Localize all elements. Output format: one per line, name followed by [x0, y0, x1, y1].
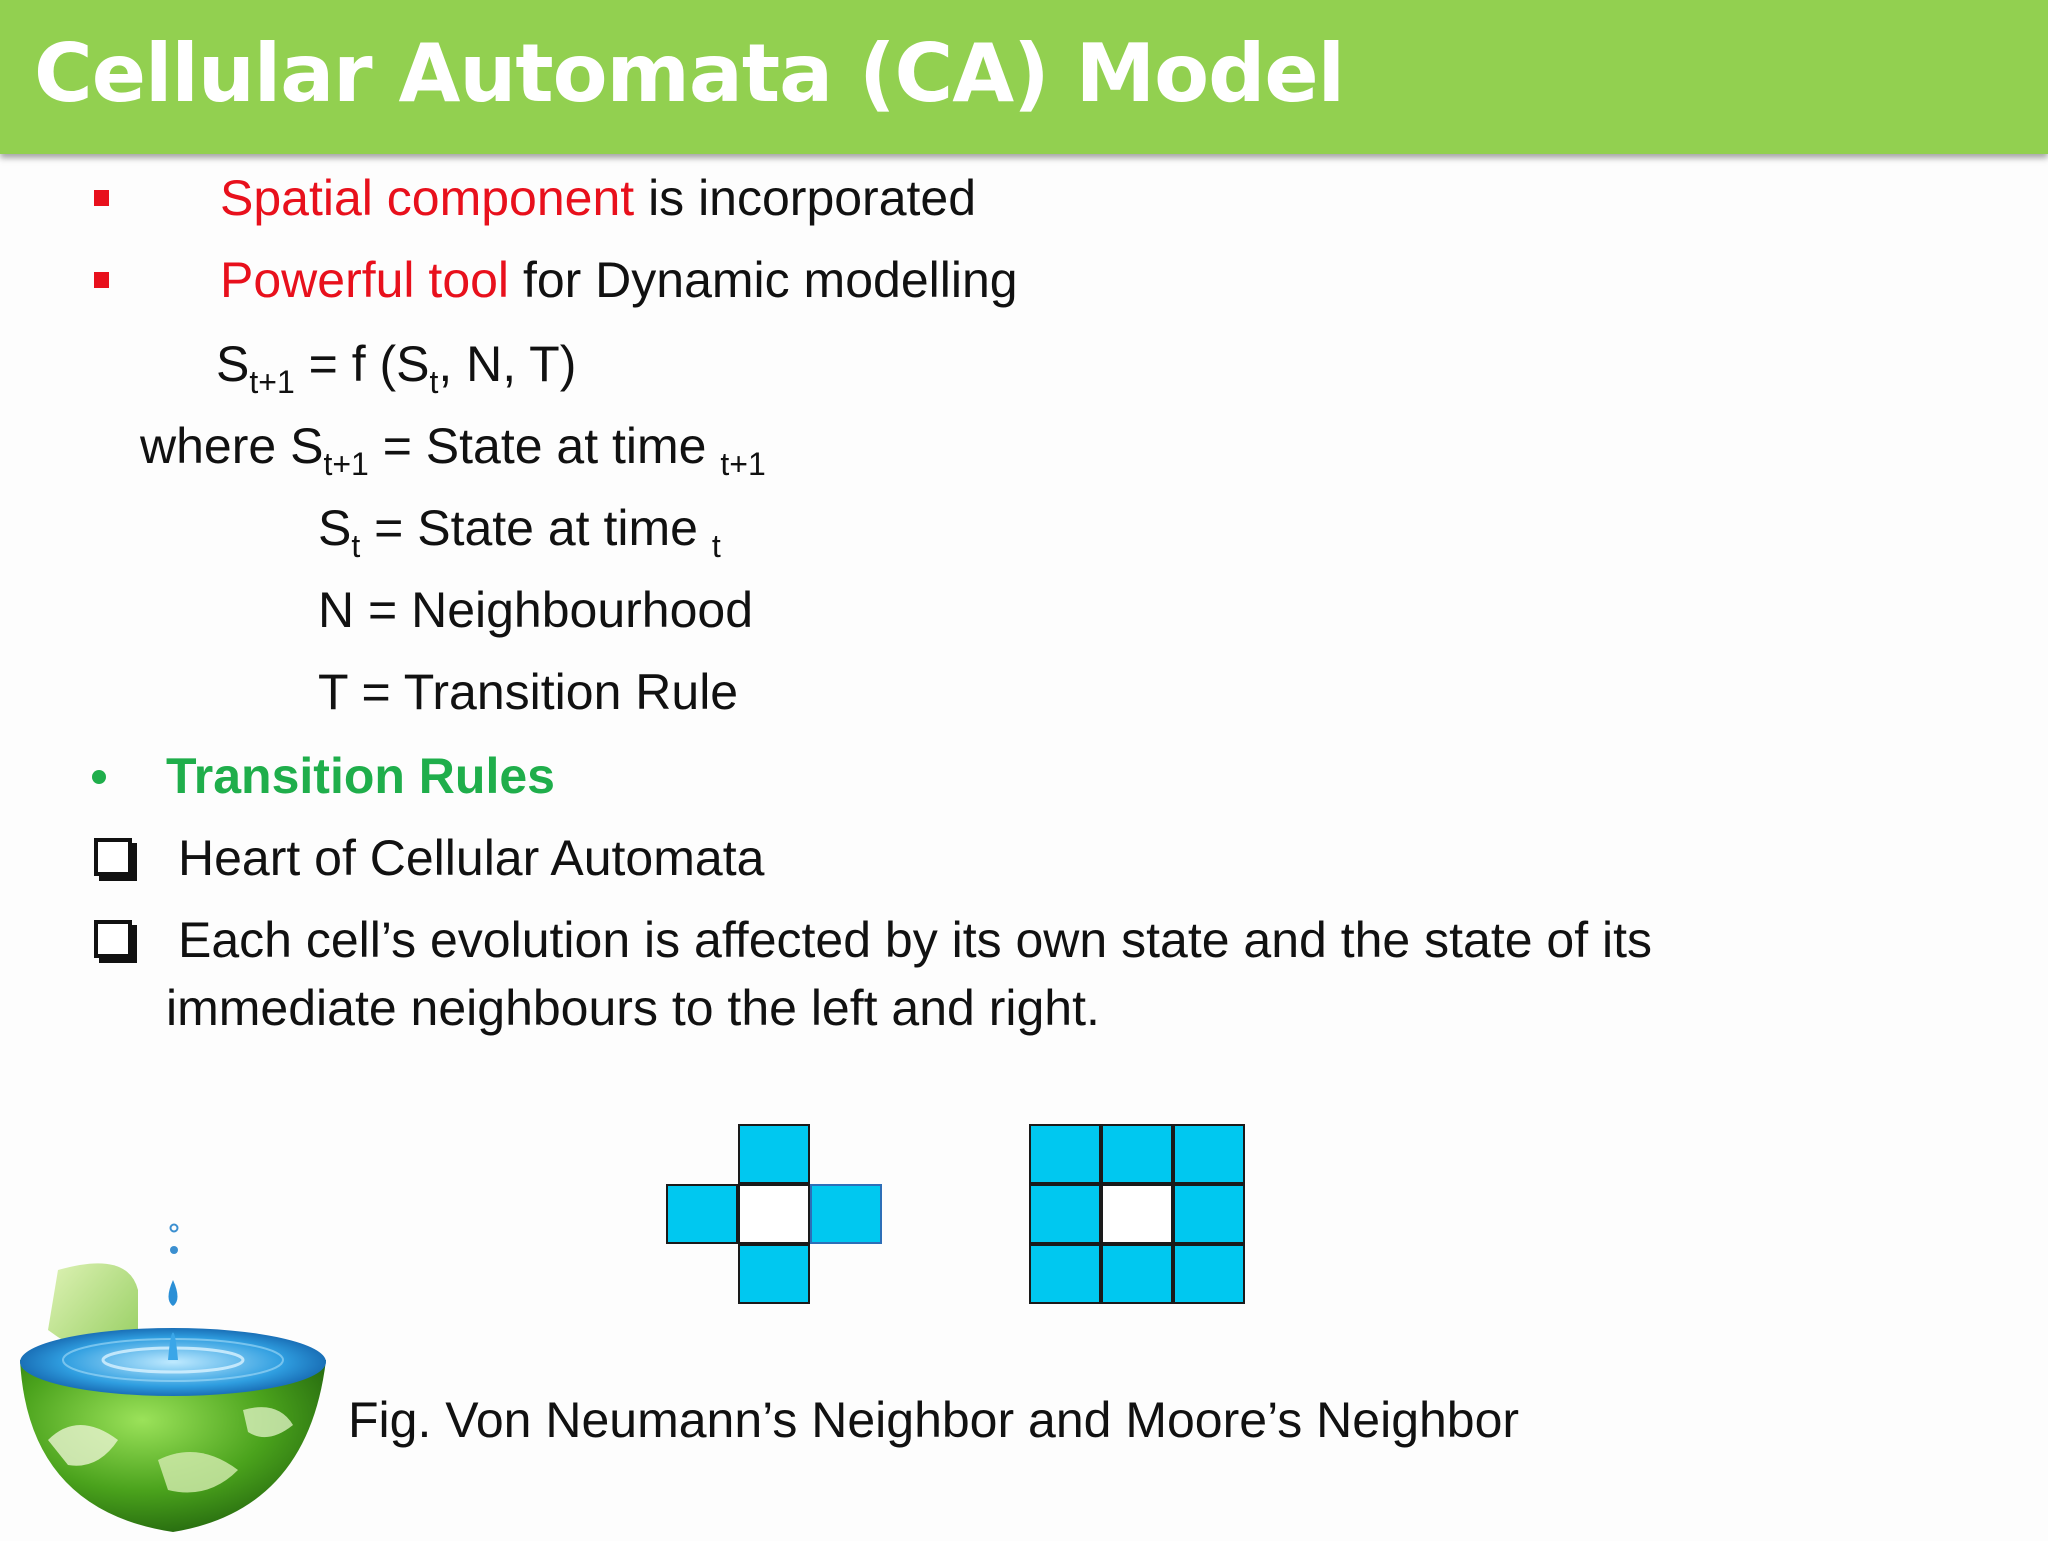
- definition-n: N = Neighbourhood: [318, 582, 754, 638]
- von-neumann-cell-bottom: [738, 1244, 810, 1304]
- moore-cell: [1029, 1124, 1101, 1184]
- formula-eq: = f (S: [294, 336, 430, 392]
- bullet-highlight: Spatial component: [220, 170, 635, 226]
- moore-cell: [1173, 1244, 1245, 1304]
- checkbox-bullet-icon: [94, 920, 132, 958]
- st-time-sub: t: [711, 528, 721, 564]
- figure-caption: Fig. Von Neumann’s Neighbor and Moore’s …: [348, 1392, 1520, 1448]
- formula-lhs-sub: t+1: [249, 364, 295, 400]
- where-text: = State at time: [368, 418, 721, 474]
- von-neumann-cell-center: [738, 1184, 810, 1244]
- moore-cell-center: [1101, 1184, 1173, 1244]
- where-sub: t+1: [323, 446, 369, 482]
- checklist-item-heart: Heart of Cellular Automata: [178, 830, 765, 886]
- where-prefix: where S: [140, 418, 324, 474]
- moore-cell: [1173, 1184, 1245, 1244]
- von-neumann-cell-right: [810, 1184, 882, 1244]
- bullet-highlight: Powerful tool: [220, 252, 510, 308]
- moore-cell: [1029, 1244, 1101, 1304]
- transition-heading: Transition Rules: [166, 748, 555, 804]
- formula-st-sub: t: [429, 364, 439, 400]
- st-sub: t: [351, 528, 361, 564]
- where-line: where St+1 = State at time t+1: [140, 416, 766, 480]
- formula-tail: , N, T): [438, 336, 577, 392]
- square-bullet-icon: [94, 272, 109, 288]
- where-time-sub: t+1: [720, 446, 766, 482]
- bullet-text: for Dynamic modelling: [509, 252, 1018, 308]
- moore-cell: [1029, 1184, 1101, 1244]
- formula: St+1 = f (St, N, T): [216, 334, 577, 398]
- st-symbol: S: [318, 500, 352, 556]
- square-bullet-icon: [94, 190, 109, 206]
- checklist-item-evolution: Each cell’s evolution is affected by its…: [178, 912, 1652, 968]
- von-neumann-cell-top: [738, 1124, 810, 1184]
- definition-t: T = Transition Rule: [318, 664, 739, 720]
- formula-lhs: S: [216, 336, 250, 392]
- bullet-text: is incorporated: [634, 170, 977, 226]
- checkbox-bullet-icon: [94, 838, 132, 876]
- round-bullet-icon: [92, 770, 106, 784]
- von-neumann-cell-left: [666, 1184, 738, 1244]
- slide-title: Cellular Automata (CA) Model: [34, 27, 1345, 120]
- moore-cell: [1173, 1124, 1245, 1184]
- st-text: = State at time: [360, 500, 712, 556]
- title-bar: Cellular Automata (CA) Model: [0, 0, 2048, 154]
- moore-cell: [1101, 1244, 1173, 1304]
- definition-st: St = State at time t: [318, 498, 721, 562]
- checklist-item-evolution-cont: immediate neighbours to the left and rig…: [166, 980, 1100, 1036]
- globe-water-drop-icon: [8, 1210, 338, 1536]
- moore-cell: [1101, 1124, 1173, 1184]
- bullet-powerful: Powerful tool for Dynamic modelling: [220, 250, 1018, 310]
- bullet-spatial: Spatial component is incorporated: [220, 168, 976, 228]
